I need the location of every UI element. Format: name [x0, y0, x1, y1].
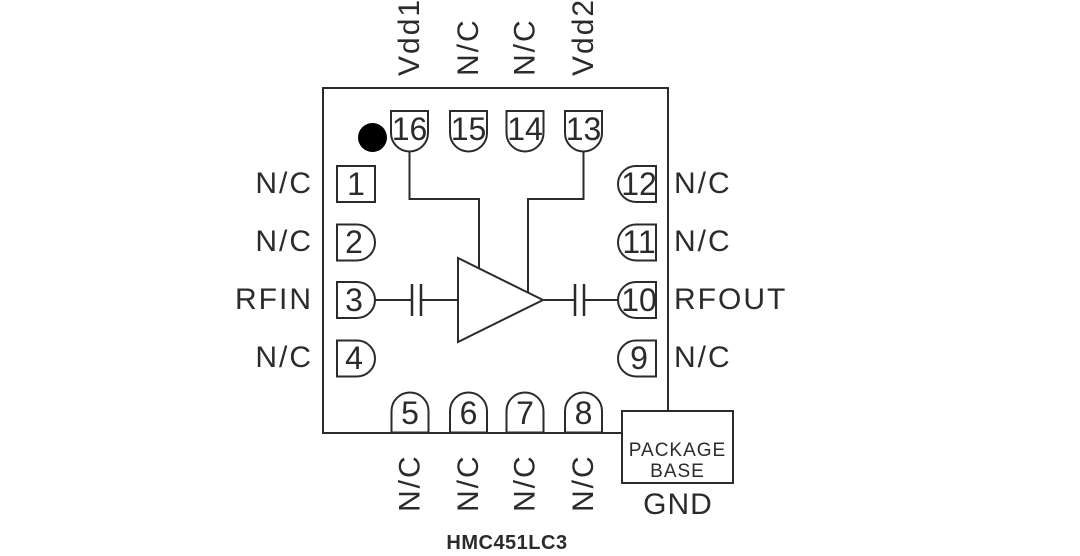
- pin-7-label: N/C: [509, 454, 542, 512]
- pin-13: 13: [564, 110, 603, 153]
- package-outline: [322, 87, 669, 434]
- pin-5-pad: [390, 391, 430, 434]
- package-base-callout: PACKAGE BASE GND: [621, 410, 734, 521]
- pin-4-label: N/C: [255, 341, 313, 374]
- pin-3-number: 3: [345, 282, 363, 318]
- pin-15-pad: [449, 110, 488, 153]
- amplifier-icon: [457, 256, 546, 344]
- pin-2-label: N/C: [255, 225, 313, 258]
- pin-15: 15: [449, 110, 488, 153]
- package-base-box: [621, 410, 734, 484]
- pin-5-label: N/C: [394, 454, 427, 512]
- input-capacitor-icon: [410, 284, 423, 316]
- pin-8-pad: [564, 391, 603, 434]
- pin-15-label: N/C: [452, 18, 485, 76]
- pin-2-pad: [336, 223, 376, 262]
- pin-1-number: 1: [347, 166, 365, 202]
- pin-1-label: N/C: [255, 167, 313, 200]
- pin-6-pad: [449, 391, 488, 434]
- ground-label: GND: [643, 488, 713, 521]
- pin-16: 16: [390, 110, 429, 153]
- pin-12-label: N/C: [674, 167, 732, 200]
- pin-3-pad: [336, 281, 376, 319]
- pin-7-pad: [505, 391, 545, 434]
- pin-4: 4: [336, 339, 376, 378]
- part-number: HMC451LC3: [446, 532, 567, 554]
- pin-1: 1: [336, 165, 376, 203]
- pin-6-number: 6: [460, 395, 478, 431]
- pin-7-number: 7: [516, 395, 534, 431]
- pin-14-number: 14: [507, 111, 543, 147]
- pin-10-pad: [617, 281, 657, 319]
- pin-8-label: N/C: [567, 454, 600, 512]
- pin-5-number: 5: [401, 395, 419, 431]
- pin1-indicator-dot: [358, 123, 387, 152]
- pin-4-number: 4: [345, 340, 363, 376]
- pin-5: 5: [390, 391, 430, 434]
- pin-3-label: RFIN: [235, 283, 313, 316]
- vdd1-trace: [408, 151, 480, 268]
- pin-6-label: N/C: [452, 454, 485, 512]
- pin-10: 10: [617, 281, 657, 319]
- pin-12-number: 12: [621, 166, 657, 202]
- pin-2: 2: [336, 223, 376, 262]
- pin-16-label: Vdd1: [393, 0, 426, 76]
- pin-8: 8: [564, 391, 603, 434]
- output-capacitor-icon: [573, 284, 586, 316]
- pin-16-pad: [390, 110, 429, 153]
- pin-15-number: 15: [451, 111, 487, 147]
- pin-12: 12: [617, 165, 657, 203]
- pin-4-pad: [336, 339, 376, 378]
- pin-14-pad: [505, 110, 545, 153]
- pin-9-label: N/C: [674, 341, 732, 374]
- pin-12-pad: [617, 165, 657, 203]
- pin-14-label: N/C: [509, 18, 542, 76]
- pin-9-number: 9: [630, 340, 648, 376]
- pin-11-number: 11: [622, 224, 655, 260]
- pin-1-pad: [336, 165, 376, 203]
- pin-10-label: RFOUT: [674, 283, 787, 316]
- pin-11: 11: [617, 223, 657, 262]
- pin-13-label: Vdd2: [567, 0, 600, 76]
- pin-14: 14: [505, 110, 545, 153]
- package-base-line2: BASE: [650, 461, 705, 482]
- vdd2-trace: [527, 151, 585, 292]
- pin-6: 6: [449, 391, 488, 434]
- pin-9-pad: [617, 339, 657, 378]
- pin-13-pad: [564, 110, 603, 153]
- pin-2-number: 2: [345, 224, 363, 260]
- pin-8-number: 8: [575, 395, 593, 431]
- pin-3: 3: [336, 281, 376, 319]
- pin-9: 9: [617, 339, 657, 378]
- pin-11-pad: [617, 223, 657, 262]
- pin-16-number: 16: [392, 111, 428, 147]
- pin-7: 7: [505, 391, 545, 434]
- pin-10-number: 10: [621, 282, 657, 318]
- pin-11-label: N/C: [674, 225, 732, 258]
- package-base-line1: PACKAGE: [629, 440, 726, 461]
- pin-13-number: 13: [566, 111, 602, 147]
